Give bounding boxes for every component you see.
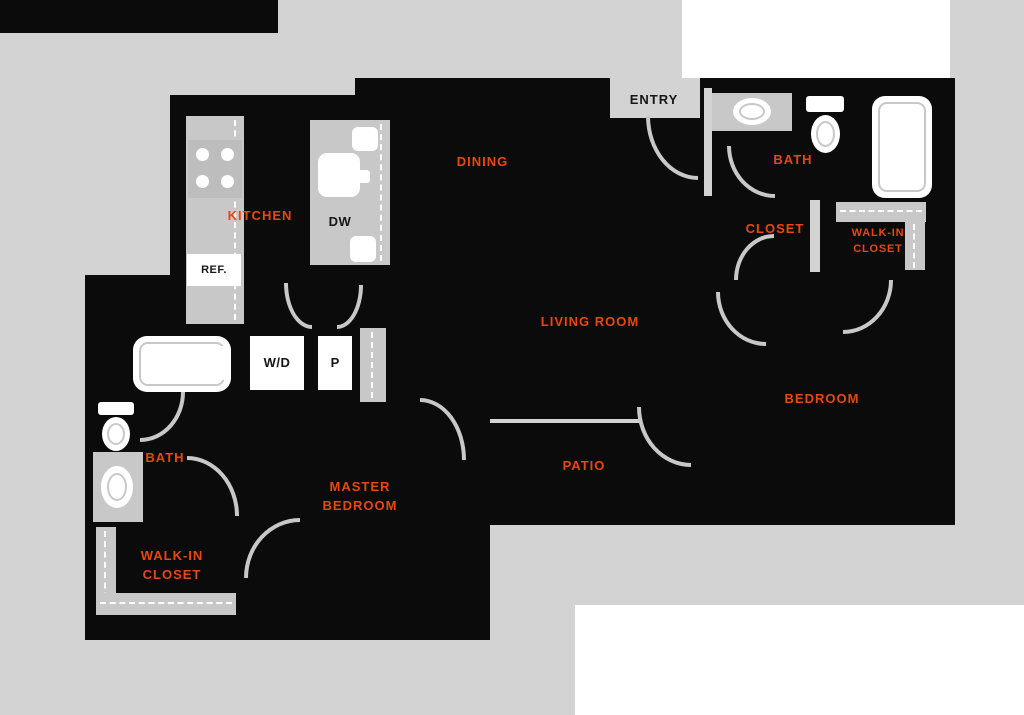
linen-shelf [360, 328, 386, 402]
toilet-bowl-icon [811, 115, 840, 153]
closet-shelf-left [96, 527, 116, 613]
shelf-dashed-line [840, 210, 922, 212]
faucet-icon [358, 170, 370, 183]
shelf-dashed-line [104, 531, 106, 609]
cabinet-icon [352, 127, 378, 151]
room-label-entry: ENTRY [629, 92, 679, 107]
shelf-dashed-line [913, 224, 915, 268]
stove-icon [188, 140, 242, 198]
wall-gap-bath-entry [704, 88, 712, 196]
pantry-icon: P [318, 336, 352, 390]
toilet-tank-icon [806, 96, 844, 112]
washer-dryer-icon: W/D [250, 336, 304, 390]
bathtub-icon [133, 336, 231, 392]
toilet-seat [816, 121, 835, 147]
room-label-bath-lower: BATH [145, 450, 185, 465]
plan-dining-top-strip [355, 78, 610, 108]
background-patch-bottom-right [575, 605, 1024, 715]
bathtub-basin [139, 342, 225, 386]
room-label-bath-upper: BATH [773, 152, 813, 167]
dishwasher-label: DW [328, 214, 352, 229]
sink-icon [318, 153, 360, 197]
toilet-seat [107, 423, 125, 445]
closet-shelf-bottom [96, 593, 236, 615]
background-patch-top-right [682, 0, 950, 78]
room-label-walkin-lower-line1: WALK-IN [140, 548, 204, 563]
bathtub-icon [872, 96, 932, 198]
room-label-kitchen: KITCHEN [227, 208, 293, 223]
burner-icon [221, 148, 234, 161]
room-label-master-line1: MASTER [329, 479, 391, 494]
toilet-tank-icon [98, 402, 134, 415]
wall-gap-closet-divider [810, 200, 820, 272]
burner-icon [196, 175, 209, 188]
burner-icon [196, 148, 209, 161]
sink-basin [107, 473, 127, 501]
bath-vanity [93, 452, 143, 522]
faucet-icon [215, 346, 226, 380]
room-label-dining: DINING [456, 154, 509, 169]
room-label-master-line2: BEDROOM [322, 498, 398, 513]
sink-icon [101, 466, 133, 508]
room-label-patio: PATIO [562, 458, 606, 473]
cabinet-icon [350, 236, 376, 262]
counter-dashed-line [234, 120, 236, 320]
wall-top-left-bar [0, 0, 278, 33]
bath-vanity [712, 93, 792, 131]
sink-icon [733, 98, 771, 125]
sink-basin [739, 103, 765, 120]
room-label-living: LIVING ROOM [540, 314, 640, 329]
closet-shelf-right [905, 222, 925, 270]
shelf-dashed-line [371, 332, 373, 398]
toilet-bowl-icon [102, 417, 130, 451]
bathtub-basin [878, 102, 926, 192]
room-label-walkin-upper-line2: CLOSET [853, 243, 903, 255]
refrigerator-label: REF. [201, 264, 227, 276]
room-label-closet: CLOSET [745, 221, 805, 236]
shelf-dashed-line [100, 602, 232, 604]
room-label-walkin-upper-line1: WALK-IN [851, 227, 905, 239]
refrigerator-icon: REF. [187, 254, 241, 286]
burner-icon [221, 175, 234, 188]
wall-gap-patio-door [490, 419, 640, 423]
washer-dryer-label: W/D [263, 355, 291, 370]
kitchen-island: DW [310, 120, 390, 265]
closet-shelf-top [836, 202, 926, 222]
room-label-bedroom: BEDROOM [784, 391, 860, 406]
room-label-walkin-lower-line2: CLOSET [142, 567, 202, 582]
island-dashed-line [380, 124, 382, 261]
pantry-label: P [330, 355, 340, 370]
